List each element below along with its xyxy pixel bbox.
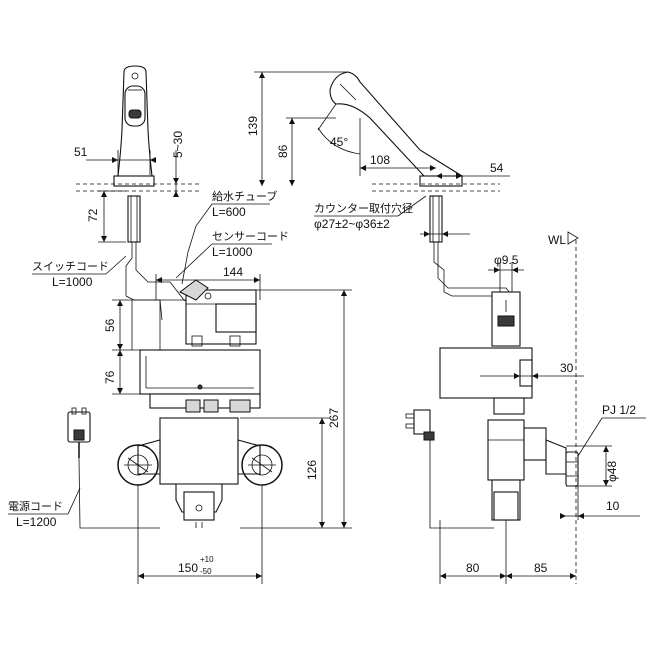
dim-267: 267 — [327, 408, 341, 428]
dim-51: 51 — [74, 145, 88, 159]
front-view: 51 5~30 72 給水チューブ L=600 センサーコード L=1000 ス… — [8, 65, 352, 584]
front-outlet — [183, 491, 215, 521]
front-faucet-top-mark — [131, 72, 139, 80]
label-sensor-cord: センサーコード — [212, 230, 289, 243]
side-control-box — [439, 347, 533, 399]
side-mixing-valve — [487, 419, 525, 481]
label-sensor-cord-length: L=1000 — [212, 245, 253, 259]
front-supply-fitting — [179, 279, 209, 301]
dim-9-5: φ9.5 — [494, 253, 519, 267]
label-pj: PJ 1/2 — [602, 403, 636, 417]
label-switch-cord: スイッチコード — [32, 260, 109, 273]
label-counter-hole: カウンター取付穴径 — [314, 201, 413, 215]
dim-139: 139 — [246, 116, 260, 136]
dim-72: 72 — [86, 208, 100, 222]
side-spout — [329, 71, 464, 177]
label-supply-tube: 給水チューブ — [212, 189, 277, 203]
dim-150-tol-minus: -50 — [200, 567, 212, 576]
label-wl: WL — [548, 233, 566, 247]
dim-86: 86 — [276, 144, 290, 158]
front-faucet-sensor — [128, 109, 142, 119]
dim-85: 85 — [534, 561, 548, 575]
front-base-flange — [113, 175, 155, 187]
front-faucet-head — [124, 85, 146, 127]
label-counter-hole-size: φ27±2~φ36±2 — [314, 217, 390, 231]
dim-108: 108 — [370, 153, 390, 167]
side-power-plug — [413, 409, 431, 435]
dim-10: 10 — [606, 499, 620, 513]
dim-5-30: 5~30 — [171, 131, 185, 158]
side-view: 45° 139 86 108 54 カウンター取付穴径 φ27±2~φ — [246, 71, 646, 584]
dim-80: 80 — [466, 561, 480, 575]
dim-30: 30 — [560, 361, 574, 375]
side-shank — [429, 195, 443, 243]
label-switch-cord-length: L=1000 — [52, 275, 93, 289]
dim-56: 56 — [103, 318, 117, 332]
dim-126: 126 — [305, 460, 319, 480]
label-supply-tube-length: L=600 — [212, 205, 246, 219]
dim-54: 54 — [490, 161, 504, 175]
front-mixing-valve — [159, 417, 239, 485]
dim-48: φ48 — [605, 461, 619, 482]
dim-150-tol-plus: +10 — [200, 555, 214, 564]
dim-144: 144 — [223, 265, 243, 279]
label-power-cord-length: L=1200 — [16, 515, 57, 529]
dim-150: 150 — [178, 561, 198, 575]
dim-45-degree: 45° — [330, 135, 348, 149]
dim-76: 76 — [103, 370, 117, 384]
front-shank — [127, 195, 141, 243]
label-power-cord: 電源コード — [8, 499, 63, 513]
